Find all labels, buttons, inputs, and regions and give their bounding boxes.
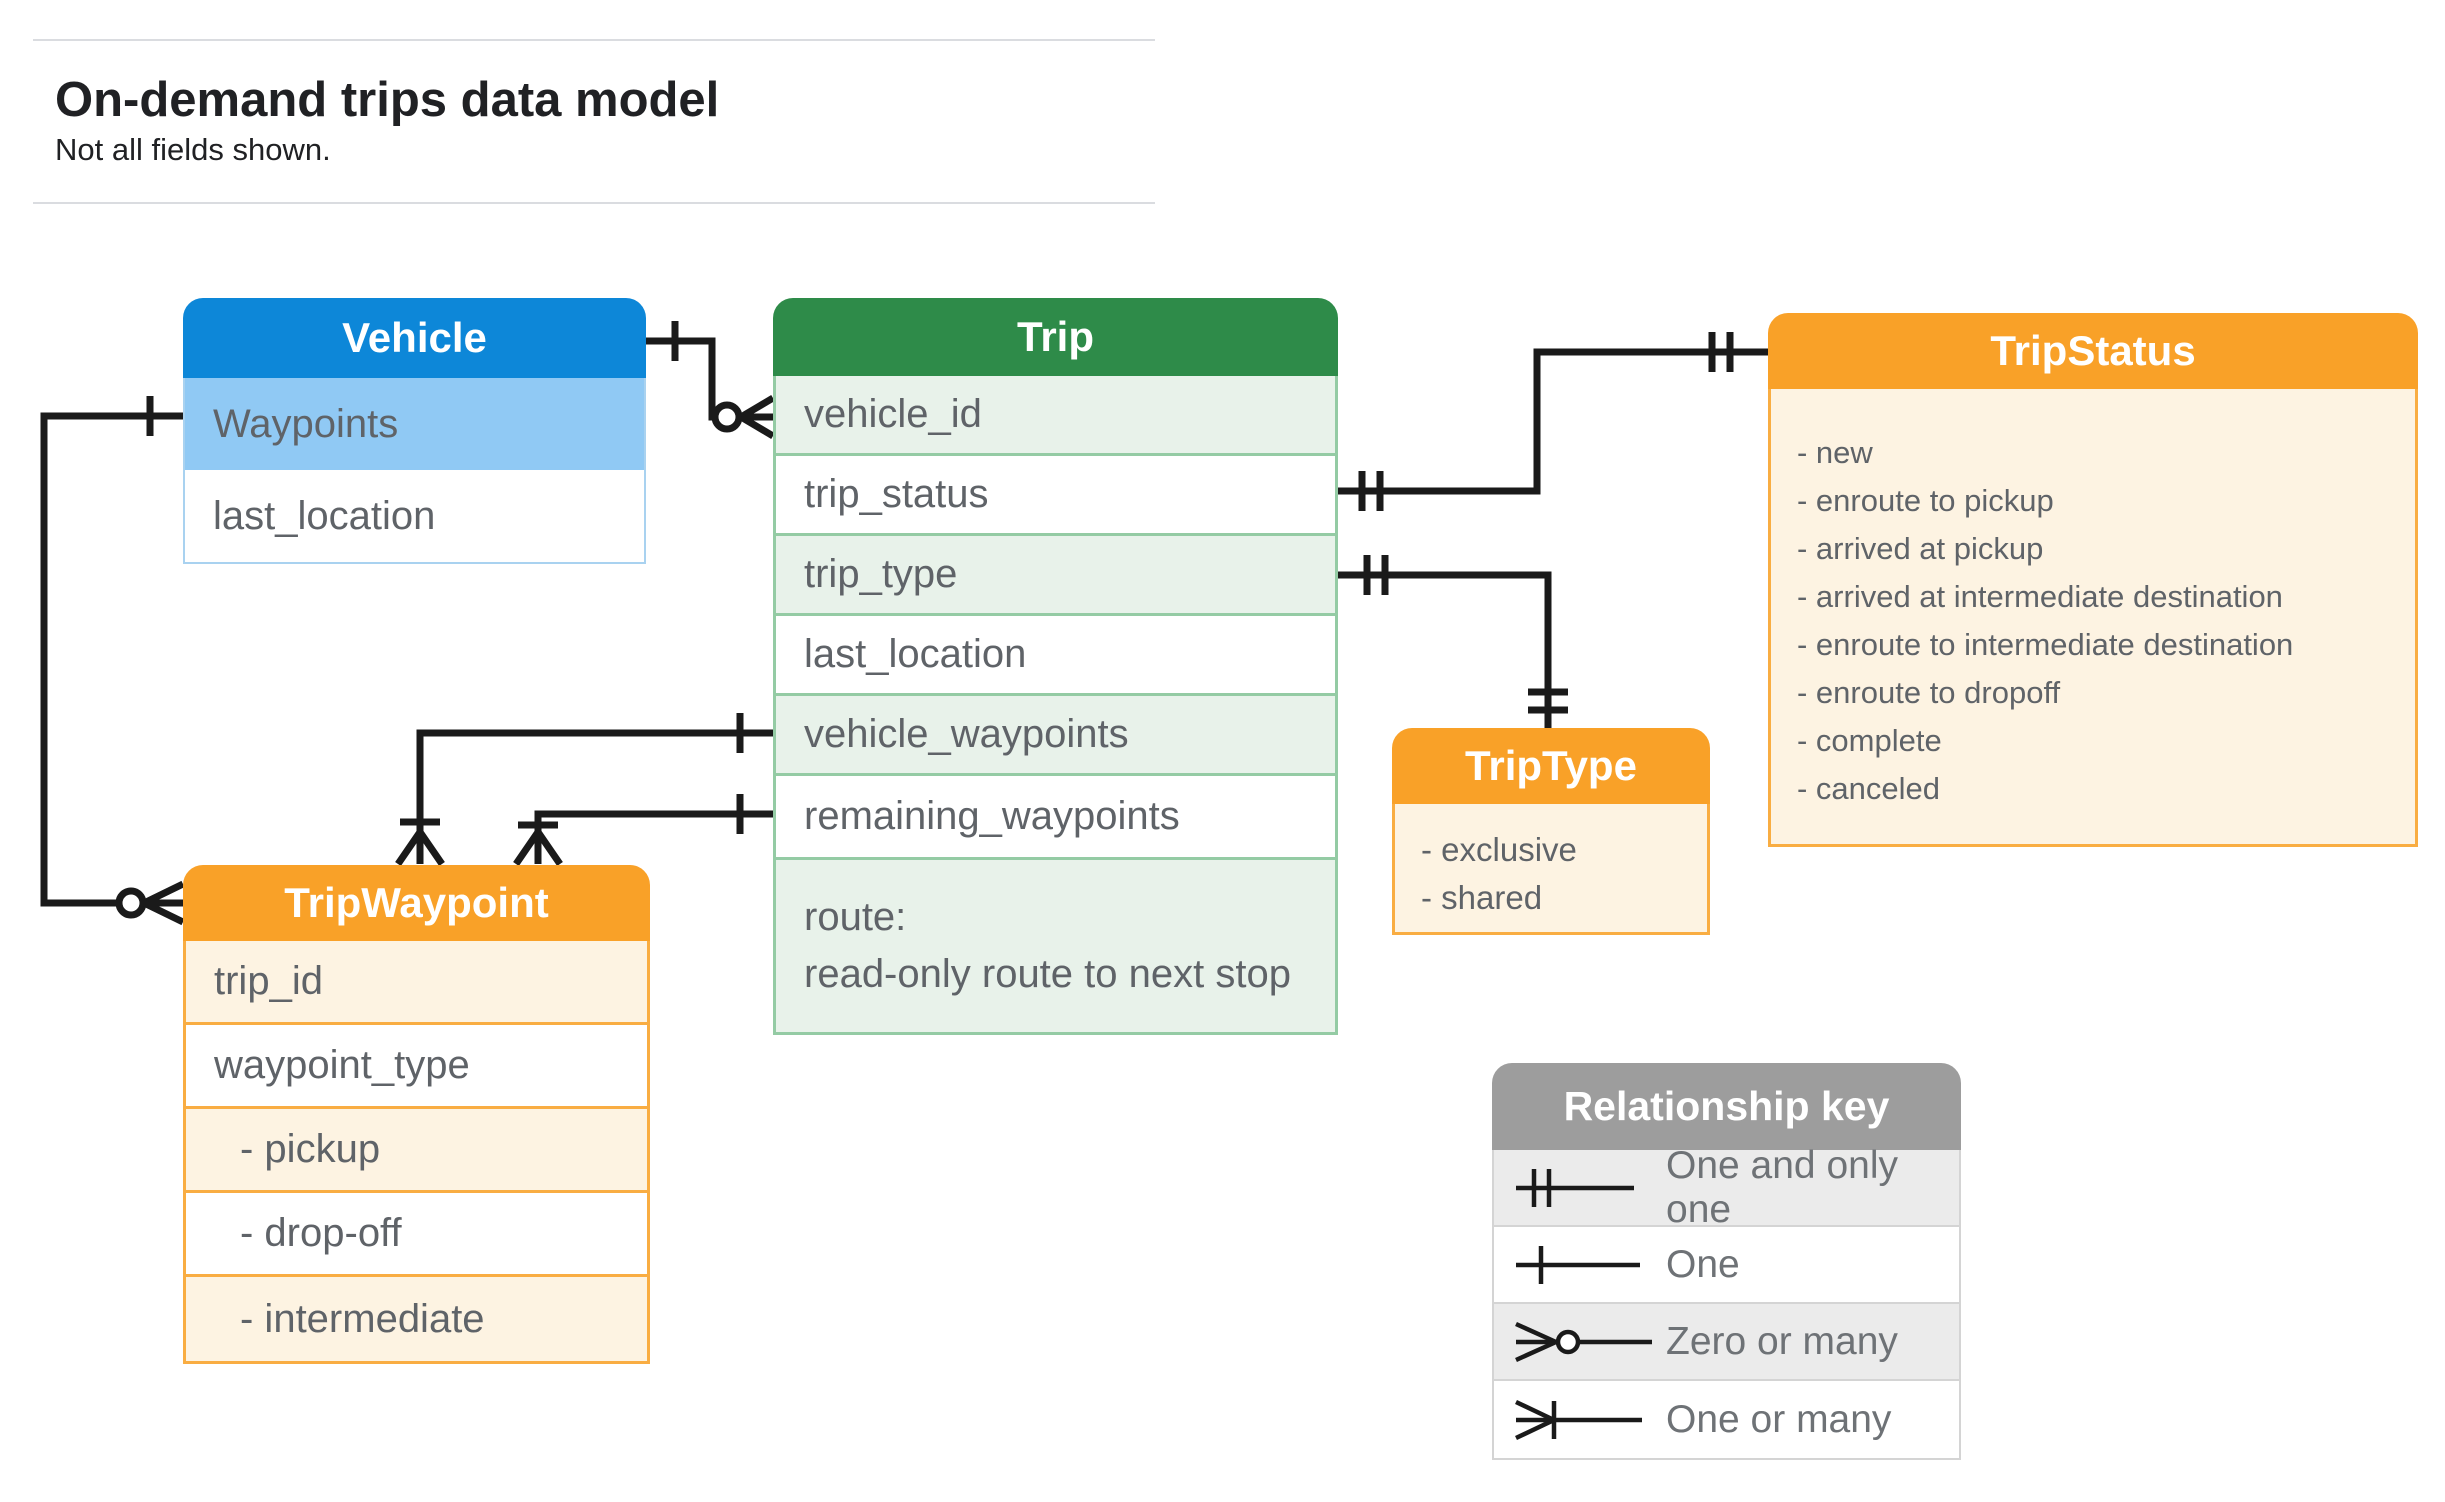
enum-value: - complete — [1797, 723, 1942, 758]
page-title: On-demand trips data model — [55, 73, 720, 127]
entity-tripwaypoint-title: TripWaypoint — [284, 879, 549, 926]
enum-value: - pickup — [240, 1127, 381, 1171]
connector-vehicle-tripwaypoint — [40, 396, 185, 926]
title-bottom-divider — [33, 202, 1155, 204]
enum-value: - canceled — [1797, 771, 1941, 806]
connector-triptype — [1338, 555, 1568, 728]
legend-label: Zero or many — [1666, 1319, 1898, 1363]
enum-value: - enroute to dropoff — [1797, 675, 2061, 710]
field-label: last_location — [213, 493, 436, 538]
enum-value: - shared — [1421, 879, 1543, 916]
route-description: read-only route to next stop — [804, 952, 1291, 996]
enum-row-intermediate: - intermediate — [186, 1277, 647, 1361]
enum-value: - arrived at intermediate destination — [1797, 579, 2283, 614]
field-row-trip-status: trip_status — [776, 456, 1335, 536]
relationship-key-header: Relationship key — [1492, 1063, 1961, 1150]
field-label: trip_status — [804, 472, 989, 516]
relationship-key: Relationship key One and only one — [1492, 1063, 1961, 1460]
zero-circle-icon — [115, 887, 147, 919]
crow-foot-icon — [395, 830, 445, 866]
entity-vehicle: Vehicle Waypoints last_location — [183, 298, 646, 564]
one-and-only-one-icon — [1516, 1168, 1634, 1207]
entity-tripstatus: TripStatus - new - enroute to pickup - a… — [1768, 313, 2418, 847]
triptype-values: - exclusive - shared — [1392, 804, 1710, 935]
field-row-waypoints: Waypoints — [185, 378, 644, 470]
entity-vehicle-header: Vehicle — [183, 298, 646, 378]
connector-remainingwaypoints-tripwaypoint — [513, 794, 773, 866]
entity-triptype-header: TripType — [1392, 728, 1710, 804]
legend-label: One — [1666, 1242, 1740, 1286]
relationship-key-title: Relationship key — [1563, 1083, 1890, 1129]
field-row-route: route: read-only route to next stop — [776, 860, 1335, 1032]
connector-tripstatus — [1338, 332, 1768, 511]
entity-trip: Trip vehicle_id trip_status trip_type la… — [773, 298, 1338, 1035]
entity-tripstatus-title: TripStatus — [1990, 327, 2196, 374]
entity-trip-header: Trip — [773, 298, 1338, 376]
connector-vehiclewaypoints-tripwaypoint — [395, 713, 773, 866]
page-subtitle: Not all fields shown. — [55, 132, 331, 167]
field-row-vehicle-waypoints: vehicle_waypoints — [776, 696, 1335, 776]
field-label: remaining_waypoints — [804, 794, 1180, 838]
legend-row-one-or-many: One or many — [1494, 1381, 1959, 1458]
field-row-waypoint-type: waypoint_type — [186, 1025, 647, 1109]
field-row-last-location: last_location — [776, 616, 1335, 696]
crow-foot-icon — [739, 394, 775, 440]
zero-circle-icon — [711, 401, 743, 433]
legend-row-one-and-only-one: One and only one — [1494, 1144, 1959, 1231]
route-label: route: — [804, 895, 907, 939]
field-label: vehicle_id — [804, 392, 982, 436]
entity-trip-title: Trip — [1016, 313, 1094, 360]
field-label: trip_type — [804, 552, 958, 596]
field-label: vehicle_waypoints — [804, 712, 1129, 756]
enum-value: - new — [1797, 435, 1873, 470]
legend-label: One or many — [1666, 1397, 1892, 1441]
enum-value: - enroute to pickup — [1797, 483, 2054, 518]
field-row-vehicle-id: vehicle_id — [776, 376, 1335, 456]
field-row-trip-type: trip_type — [776, 536, 1335, 616]
enum-row-pickup: - pickup — [186, 1109, 647, 1193]
entity-vehicle-title: Vehicle — [342, 314, 487, 361]
one-icon — [1516, 1245, 1640, 1284]
field-row-last-location: last_location — [185, 470, 644, 562]
one-or-many-icon — [1515, 1399, 1642, 1440]
tripstatus-values: - new - enroute to pickup - arrived at p… — [1768, 389, 2418, 847]
enum-value: - enroute to intermediate destination — [1797, 627, 2294, 662]
crow-foot-icon — [142, 880, 185, 926]
enum-value: - intermediate — [240, 1296, 485, 1341]
field-row-remaining-waypoints: remaining_waypoints — [776, 776, 1335, 860]
entity-tripwaypoint: TripWaypoint trip_id waypoint_type - pic… — [183, 865, 650, 1364]
top-divider — [33, 39, 1155, 41]
entity-triptype: TripType - exclusive - shared — [1392, 728, 1710, 935]
enum-value: - drop-off — [240, 1211, 402, 1255]
entity-triptype-title: TripType — [1465, 742, 1637, 789]
zero-or-many-icon — [1515, 1321, 1652, 1362]
connector-vehicle-trip — [646, 321, 775, 440]
enum-value: - exclusive — [1421, 831, 1577, 868]
field-row-trip-id: trip_id — [186, 941, 647, 1025]
field-label: waypoint_type — [214, 1043, 470, 1087]
entity-tripwaypoint-header: TripWaypoint — [183, 865, 650, 941]
field-label: last_location — [804, 632, 1027, 676]
enum-row-dropoff: - drop-off — [186, 1193, 647, 1277]
crow-foot-icon — [513, 830, 563, 866]
field-label: trip_id — [214, 959, 323, 1003]
enum-value: - arrived at pickup — [1797, 531, 2044, 566]
legend-row-zero-or-many: Zero or many — [1494, 1304, 1959, 1381]
field-label: Waypoints — [213, 401, 399, 446]
legend-label: One and only one — [1666, 1143, 1899, 1231]
legend-row-one: One — [1494, 1227, 1959, 1304]
entity-tripstatus-header: TripStatus — [1768, 313, 2418, 389]
